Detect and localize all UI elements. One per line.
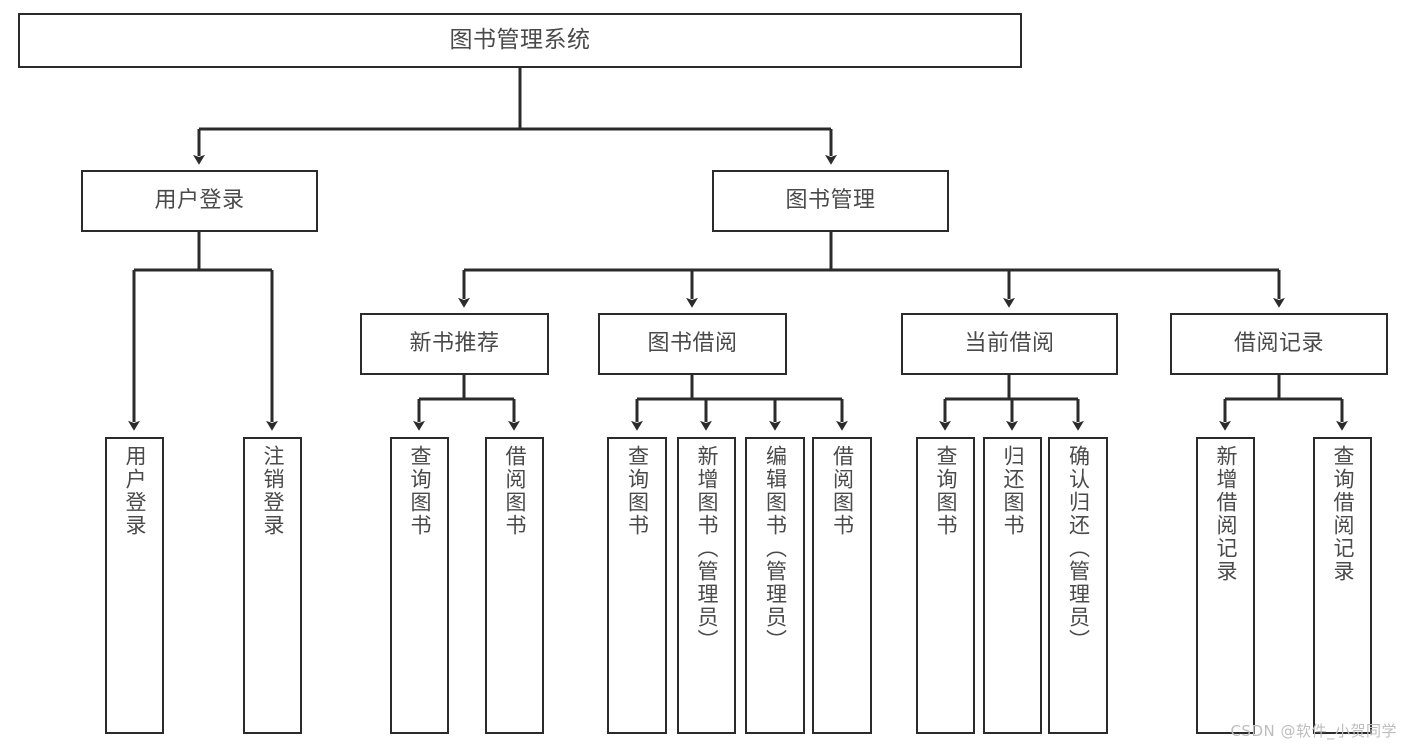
leaf-current-borrow-query[interactable]: 查询图书 [916,437,975,734]
node-label: 编辑图书（管理员） [763,445,788,652]
node-label: 查询图书 [934,445,958,537]
leaf-book-borrow-query[interactable]: 查询图书 [607,437,667,734]
node-label: 借阅图书 [503,445,527,537]
watermark: CSDN @软件_小贺同学 [1230,722,1397,740]
node-borrow-record[interactable]: 借阅记录 [1170,313,1388,375]
node-label: 查询图书 [625,445,650,537]
node-label: 注销登录 [261,445,285,537]
leaf-new-book-borrow[interactable]: 借阅图书 [485,437,544,734]
leaf-new-book-query[interactable]: 查询图书 [390,437,449,734]
node-book-management[interactable]: 图书管理 [712,170,949,232]
leaf-borrow-record-query[interactable]: 查询借阅记录 [1313,437,1372,734]
node-label: 借阅记录 [1233,330,1324,356]
node-label: 归还图书 [1001,445,1025,537]
node-label: 查询借阅记录 [1331,445,1355,583]
node-label: 图书管理系统 [449,26,591,53]
leaf-book-borrow-borrow[interactable]: 借阅图书 [812,437,872,734]
node-label: 图书借阅 [647,330,738,356]
node-label: 用户登录 [154,187,245,213]
leaf-book-borrow-add[interactable]: 新增图书（管理员） [677,437,736,734]
node-label: 新增图书（管理员） [695,445,719,652]
leaf-user-login-logout[interactable]: 注销登录 [243,437,302,734]
node-current-borrow[interactable]: 当前借阅 [901,313,1118,375]
node-root-system[interactable]: 图书管理系统 [18,13,1022,68]
node-label: 新增借阅记录 [1214,445,1238,583]
node-book-borrow[interactable]: 图书借阅 [598,313,787,375]
node-label: 确认归还（管理员） [1066,445,1091,652]
leaf-current-borrow-return[interactable]: 归还图书 [983,437,1042,734]
leaf-current-borrow-confirm-return[interactable]: 确认归还（管理员） [1048,437,1108,734]
leaf-user-login-login[interactable]: 用户登录 [105,437,164,734]
leaf-borrow-record-add[interactable]: 新增借阅记录 [1196,437,1255,734]
node-label: 借阅图书 [830,445,855,537]
node-label: 新书推荐 [409,330,500,356]
node-new-book-recommend[interactable]: 新书推荐 [360,313,549,375]
leaf-book-borrow-edit[interactable]: 编辑图书（管理员） [745,437,805,734]
node-user-login[interactable]: 用户登录 [81,170,318,232]
node-label: 用户登录 [123,445,147,537]
node-label: 当前借阅 [964,330,1055,356]
node-label: 图书管理 [785,187,876,213]
node-label: 查询图书 [408,445,432,537]
